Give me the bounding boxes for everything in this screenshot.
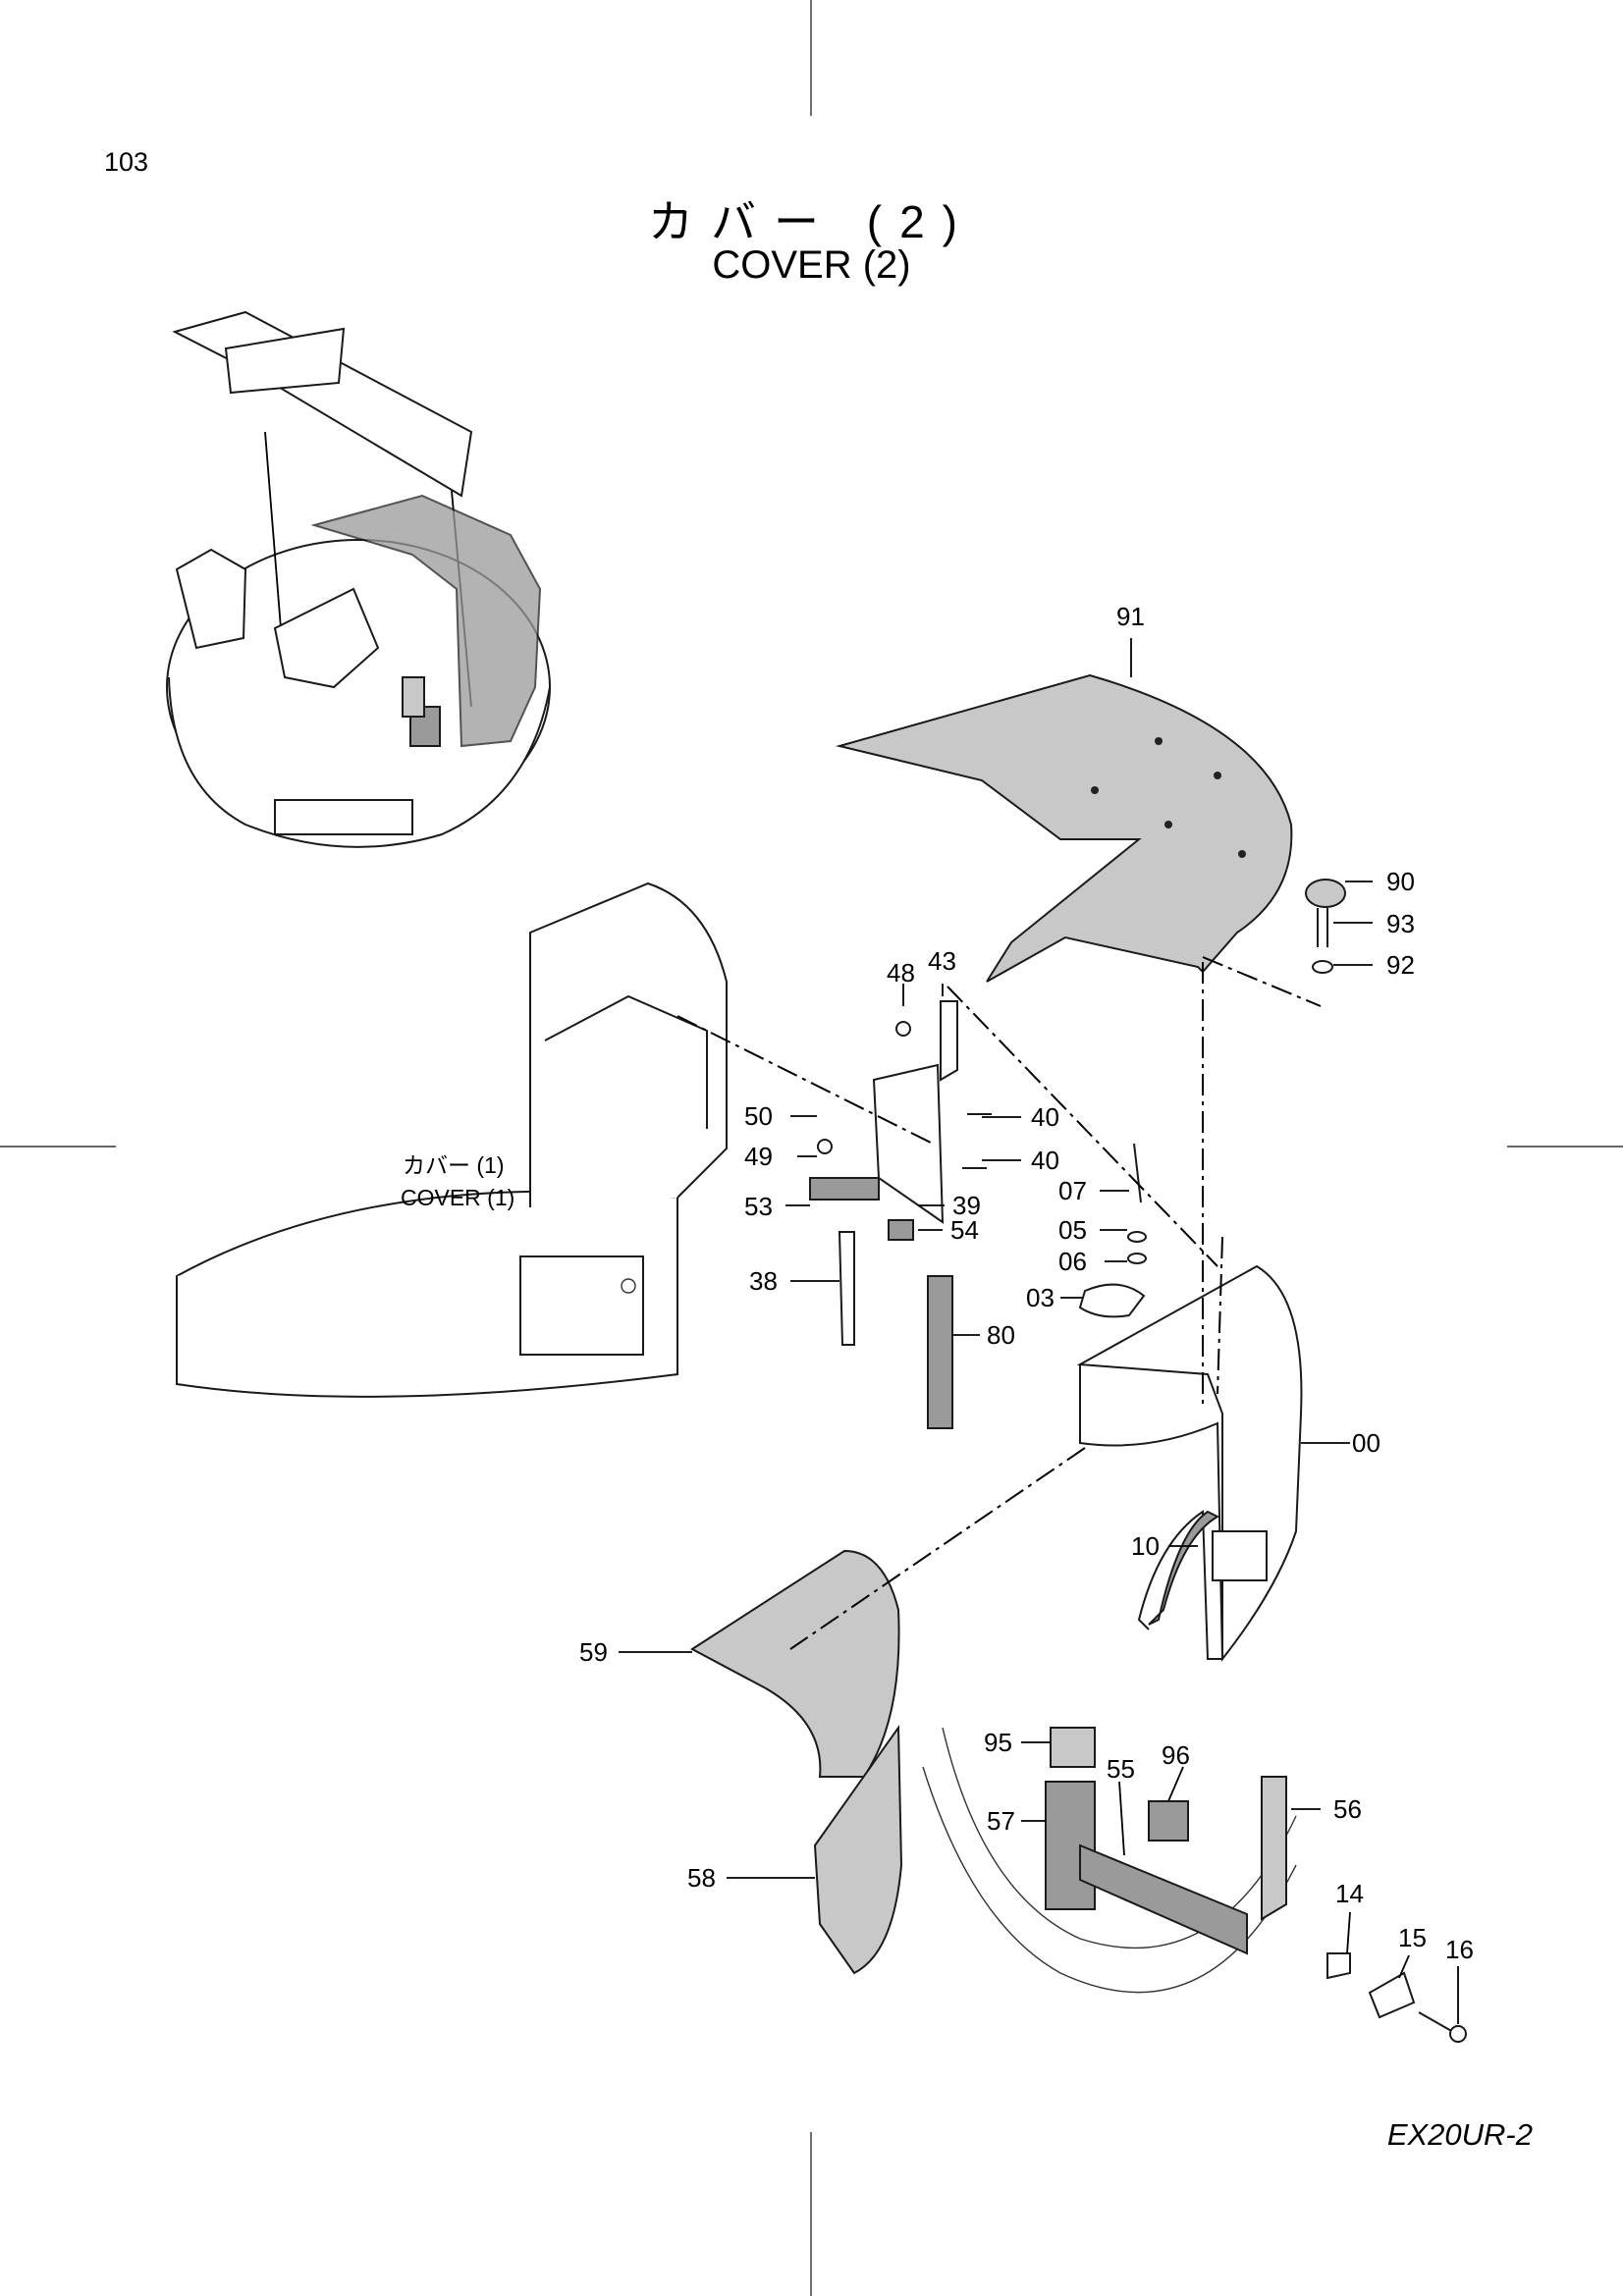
callout-93: 93: [1386, 909, 1415, 938]
callout-56: 56: [1333, 1794, 1362, 1824]
callout-07: 07: [1058, 1176, 1087, 1205]
lower-mounting-detail: [922, 1727, 1467, 2043]
hardware-parts: [809, 879, 1346, 1429]
callout-59: 59: [579, 1637, 608, 1667]
part-00-main-cover: [1076, 1264, 1303, 1662]
callout-10: 10: [1131, 1531, 1160, 1561]
callout-39: 39: [952, 1191, 981, 1220]
cover-1-jp-label: カバー (1): [403, 1152, 505, 1178]
callout-06: 06: [1058, 1247, 1087, 1276]
callout-38: 38: [749, 1266, 778, 1296]
cover-1-en-label: COVER (1): [401, 1185, 514, 1210]
model-code: EX20UR-2: [1386, 2117, 1533, 2152]
title-english: COVER (2): [712, 243, 911, 287]
part-91-top-plate: [836, 673, 1293, 983]
callout-48: 48: [887, 958, 915, 988]
callout-03: 03: [1026, 1283, 1055, 1312]
callout-91: 91: [1116, 602, 1145, 631]
callout-labels: 91 90 93 92 48 43 50 40 49 40 53 39 54 0…: [579, 602, 1474, 1964]
overview-machine-illustration: [166, 310, 551, 848]
callout-14: 14: [1335, 1879, 1364, 1908]
callout-92: 92: [1386, 950, 1415, 980]
leader-lines: [619, 638, 1459, 2024]
callout-95: 95: [984, 1728, 1012, 1757]
callout-40-lower: 40: [1031, 1146, 1059, 1175]
cover-1-reference: カバー (1) COVER (1): [176, 881, 728, 1398]
callout-57: 57: [987, 1806, 1015, 1836]
callout-80: 80: [987, 1320, 1015, 1350]
callout-50: 50: [744, 1101, 773, 1131]
callout-58: 58: [687, 1863, 716, 1893]
callout-40-upper: 40: [1031, 1102, 1059, 1132]
callout-90: 90: [1386, 867, 1415, 896]
callout-55: 55: [1107, 1754, 1135, 1784]
part-59-plate: [690, 1549, 900, 1778]
callout-49: 49: [744, 1142, 773, 1171]
callout-54: 54: [950, 1215, 979, 1245]
callout-43: 43: [928, 946, 956, 976]
callout-53: 53: [744, 1192, 773, 1221]
callout-15: 15: [1398, 1923, 1427, 1952]
title-japanese: カバー (2): [648, 196, 975, 247]
chain-lines: [676, 956, 1322, 1650]
callout-96: 96: [1162, 1740, 1190, 1770]
part-58-side-plate: [813, 1724, 903, 1975]
callout-00: 00: [1352, 1428, 1380, 1458]
callout-05: 05: [1058, 1215, 1087, 1245]
page-number: 103: [104, 147, 149, 177]
callout-16: 16: [1445, 1935, 1474, 1964]
